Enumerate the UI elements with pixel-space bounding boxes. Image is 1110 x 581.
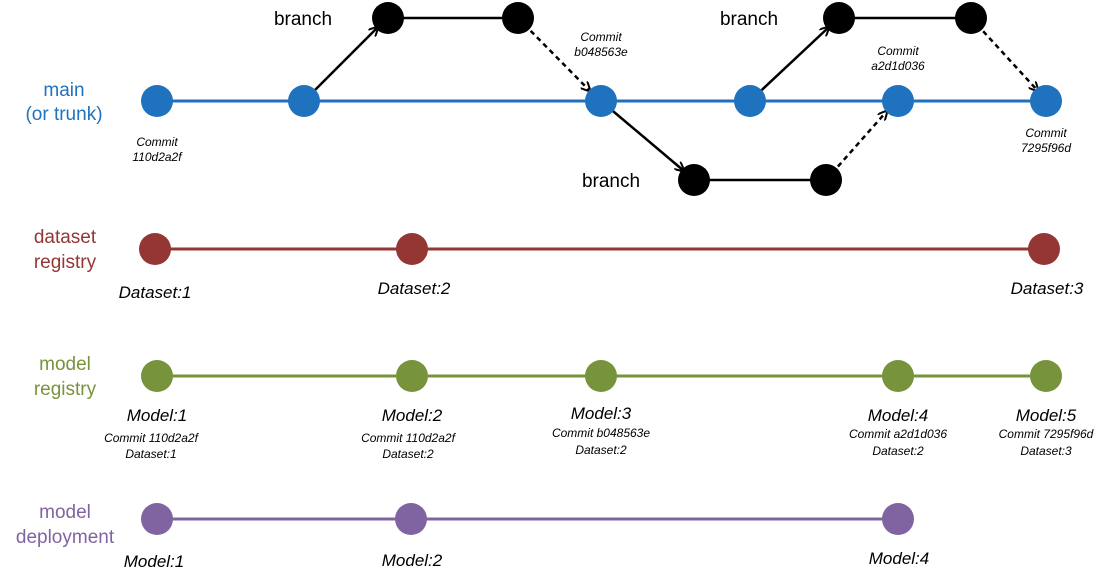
branch-edge-1-merge [517,17,590,91]
model-info-2: Model:2 Commit 110d2a2f Dataset:2 [361,406,456,461]
commit-note-7295f96d: Commit 7295f96d [1021,126,1071,155]
dataset-label-3: Dataset:3 [1011,279,1084,298]
model-node-2 [396,360,428,392]
lane-label-main-line2: (or trunk) [25,104,102,125]
commit-note-hash: a2d1d036 [871,59,925,73]
commit-note-title: Commit [136,135,178,149]
dataset-node-1 [139,233,171,265]
commit-note-hash: 110d2a2f [132,150,183,164]
model-commit: Commit b048563e [552,426,650,440]
main-commit-node-1 [141,85,173,117]
lane-label-main-line1: main [43,80,84,101]
model-name: Model:1 [127,406,187,425]
lane-label-main: main (or trunk) [25,80,102,125]
model-name: Model:5 [1016,406,1077,425]
main-commit-node-5 [882,85,914,117]
commit-note-title: Commit [580,30,622,44]
branch-node-2b [810,164,842,196]
branch-edge-2-out [600,100,684,171]
dataset-node-2 [396,233,428,265]
commit-note-110d2a2f: Commit 110d2a2f [132,135,183,164]
dataset-label-1: Dataset:1 [119,283,192,302]
model-node-5 [1030,360,1062,392]
model-node-1 [141,360,173,392]
main-commit-node-4 [734,85,766,117]
branch-edge-2-merge [825,111,887,181]
deployment-node-3 [882,503,914,535]
lane-label-deployment-line1: model [39,502,91,523]
lane-label-dataset: dataset registry [34,227,97,273]
lane-label-model: model registry [34,354,97,400]
model-commit: Commit 110d2a2f [361,431,456,445]
deployment-label-2: Model:2 [382,551,443,570]
deployment-node-2 [395,503,427,535]
model-name: Model:3 [571,404,632,423]
branch-node-2a [678,164,710,196]
branch-node-3b [955,2,987,34]
model-dataset: Dataset:2 [575,443,627,457]
model-commit: Commit 110d2a2f [104,431,199,445]
branch-edge-3-out [749,27,829,102]
model-commit: Commit a2d1d036 [849,427,947,441]
branch-edge-1-out [303,27,378,102]
lane-label-deployment-line2: deployment [16,527,115,548]
main-commit-node-2 [288,85,320,117]
model-dataset: Dataset:1 [125,447,176,461]
deployment-node-1 [141,503,173,535]
deployment-label-1: Model:1 [124,552,184,571]
model-node-4 [882,360,914,392]
model-dataset: Dataset:2 [382,447,434,461]
model-name: Model:4 [868,406,928,425]
branch-node-1a [372,2,404,34]
lane-label-dataset-line2: registry [34,252,97,273]
branch-node-1b [502,2,534,34]
model-dataset: Dataset:2 [872,444,924,458]
branch-edge-3-merge [970,17,1038,91]
model-dataset: Dataset:3 [1020,444,1072,458]
deployment-label-3: Model:4 [869,549,929,568]
main-commit-node-3 [585,85,617,117]
model-name: Model:2 [382,406,443,425]
branch-label-3: branch [720,9,778,30]
model-node-3 [585,360,617,392]
branch-label-1: branch [274,9,332,30]
model-info-3: Model:3 Commit b048563e Dataset:2 [552,404,650,457]
commit-note-b048563e: Commit b048563e [574,30,628,59]
commit-note-hash: b048563e [574,45,628,59]
model-commit: Commit 7295f96d [999,427,1094,441]
commit-note-a2d1d036: Commit a2d1d036 [871,44,925,73]
dataset-label-2: Dataset:2 [378,279,451,298]
lane-label-dataset-line1: dataset [34,227,97,248]
dataset-node-3 [1028,233,1060,265]
branch-node-3a [823,2,855,34]
lane-label-model-line2: registry [34,379,97,400]
model-info-1: Model:1 Commit 110d2a2f Dataset:1 [104,406,199,461]
main-commit-node-6 [1030,85,1062,117]
commit-note-title: Commit [1025,126,1067,140]
commit-note-title: Commit [877,44,919,58]
lane-label-model-line1: model [39,354,91,375]
lane-label-deployment: model deployment [16,502,115,548]
commit-note-hash: 7295f96d [1021,141,1071,155]
model-info-4: Model:4 Commit a2d1d036 Dataset:2 [849,406,947,458]
model-info-5: Model:5 Commit 7295f96d Dataset:3 [999,406,1094,458]
branch-label-2: branch [582,171,640,192]
